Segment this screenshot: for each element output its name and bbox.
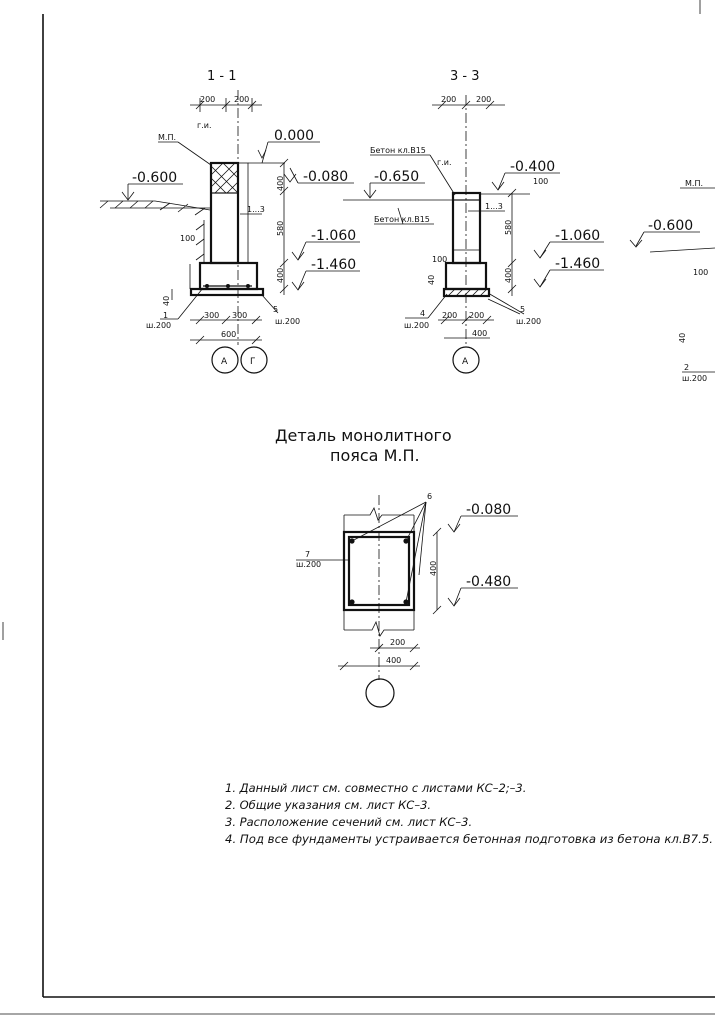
dim-200: 200 bbox=[390, 638, 405, 647]
step-7: ш.200 bbox=[296, 560, 321, 569]
dim-bottom-left: 200 bbox=[442, 311, 457, 320]
general-notes: 1. Данный лист см. совместно с листами К… bbox=[225, 781, 713, 846]
note-3: 3. Расположение сечений см. лист КС–3. bbox=[225, 815, 472, 829]
dim-580: 580 bbox=[504, 220, 513, 235]
mark-1: 1 bbox=[163, 311, 168, 320]
dim-400: 400 bbox=[429, 561, 438, 576]
note-2: 2. Общие указания см. лист КС–3. bbox=[225, 798, 431, 812]
level-0-400: -0.400 bbox=[510, 159, 555, 175]
axis-a: А bbox=[221, 357, 228, 367]
section-1-1: 1 - 1 200 200 г.и. bbox=[99, 69, 360, 374]
dim-bottom-left: 300 bbox=[204, 311, 219, 320]
detail-mp: Деталь монолитного пояса М.П. 6 7 ш.200 … bbox=[275, 426, 518, 708]
dim-400: 400 bbox=[504, 268, 513, 283]
step-5: ш.200 bbox=[516, 317, 541, 326]
dim-top-left: 200 bbox=[441, 95, 456, 104]
dim-40: 40 bbox=[162, 296, 171, 306]
mark-2: 2 bbox=[684, 363, 689, 372]
dim-40: 40 bbox=[678, 333, 687, 343]
step-4: ш.200 bbox=[404, 321, 429, 330]
level-0-480: -0.480 bbox=[466, 574, 511, 590]
detail-title-line1: Деталь монолитного bbox=[275, 426, 452, 445]
rebar-label: 1...3 bbox=[485, 202, 503, 211]
mark-5: 5 bbox=[273, 305, 278, 314]
rebar-label: 1...3 bbox=[247, 205, 265, 214]
dim-580: 580 bbox=[276, 221, 285, 236]
dim-top-left: 200 bbox=[200, 95, 215, 104]
level-1-060: -1.060 bbox=[311, 228, 356, 244]
section-title: 1 - 1 bbox=[207, 69, 237, 84]
level-0-600: -0.600 bbox=[648, 218, 693, 234]
level-0-000: 0.000 bbox=[274, 128, 314, 144]
section-3-3: 3 - 3 200 200 Бетон кл.В15 г.и. -0.400 bbox=[343, 69, 604, 374]
dim-400-bottom: 400 bbox=[386, 656, 401, 665]
level-1-060: -1.060 bbox=[555, 228, 600, 244]
level-0-080: -0.080 bbox=[466, 502, 511, 518]
dim-top-right: 200 bbox=[476, 95, 491, 104]
level-0-600: -0.600 bbox=[132, 170, 177, 186]
step-1: ш.200 bbox=[146, 321, 171, 330]
step-5: ш.200 bbox=[275, 317, 300, 326]
mark-4: 4 bbox=[420, 309, 425, 318]
dim-bottom-right: 300 bbox=[232, 311, 247, 320]
mp-label: М.П. bbox=[685, 179, 703, 188]
level-1-460: -1.460 bbox=[311, 257, 356, 273]
dim-400-bottom: 400 bbox=[472, 329, 487, 338]
step-2: ш.200 bbox=[682, 374, 707, 383]
gi-label: г.и. bbox=[437, 158, 452, 167]
note-1: 1. Данный лист см. совместно с листами К… bbox=[225, 781, 526, 795]
axis-g: Г bbox=[250, 357, 256, 367]
mark-5: 5 bbox=[520, 305, 525, 314]
dim-100: 100 bbox=[180, 234, 195, 243]
dim-400-top: 400 bbox=[276, 176, 285, 191]
dim-400: 400 bbox=[276, 268, 285, 283]
concrete-top-label: Бетон кл.В15 bbox=[370, 146, 426, 155]
dim-600: 600 bbox=[221, 330, 236, 339]
mark-6: 6 bbox=[427, 492, 432, 501]
mp-label: М.П. bbox=[158, 133, 176, 142]
dim-100: 100 bbox=[432, 255, 447, 264]
mark-7: 7 bbox=[305, 550, 310, 559]
note-4: 4. Под все фундаменты устраивается бетон… bbox=[225, 832, 713, 846]
section-title: 3 - 3 bbox=[450, 69, 480, 84]
level-1-460: -1.460 bbox=[555, 256, 600, 272]
dim-top-right: 200 bbox=[234, 95, 249, 104]
level-0-650: -0.650 bbox=[374, 169, 419, 185]
dim-100-top: 100 bbox=[533, 177, 548, 186]
level-0-080: -0.080 bbox=[303, 169, 348, 185]
dim-40: 40 bbox=[427, 275, 436, 285]
axis-a: А bbox=[462, 357, 469, 367]
dim-100: 100 bbox=[693, 268, 708, 277]
gi-label: г.и. bbox=[197, 121, 212, 130]
dim-bottom-right: 200 bbox=[469, 311, 484, 320]
detail-title-line2: пояса М.П. bbox=[330, 446, 420, 465]
section-partial: М.П. -0.600 100 40 2 ш.200 bbox=[629, 179, 715, 383]
